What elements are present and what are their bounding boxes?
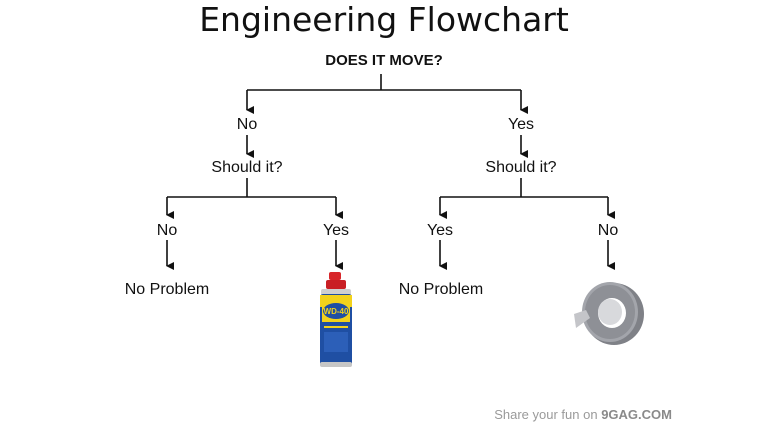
- footer-credit: Share your fun on 9GAG.COM: [494, 407, 672, 422]
- right-no-label: No: [597, 222, 619, 239]
- right-should-it: Should it?: [485, 159, 557, 176]
- page-title: Engineering Flowchart: [199, 0, 569, 39]
- left-yes-label: Yes: [322, 222, 350, 239]
- root-question: DOES IT MOVE?: [325, 52, 443, 69]
- branch-yes-label: Yes: [507, 116, 535, 133]
- left-no-label: No: [156, 222, 178, 239]
- right-yes-label: Yes: [426, 222, 454, 239]
- footer-brand: 9GAG.COM: [601, 407, 672, 422]
- branch-no-label: No: [236, 116, 258, 133]
- spray-can-icon: WD-40: [320, 272, 352, 367]
- right-yes-result: No Problem: [398, 281, 484, 298]
- svg-text:WD-40: WD-40: [324, 307, 349, 316]
- footer-prefix: Share your fun on: [494, 407, 598, 422]
- duct-tape-icon: [574, 282, 644, 345]
- left-no-result: No Problem: [124, 281, 210, 298]
- left-should-it: Should it?: [211, 159, 283, 176]
